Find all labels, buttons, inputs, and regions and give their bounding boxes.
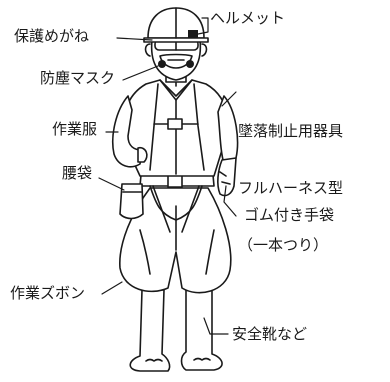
work-pants-label: 作業ズボン — [10, 284, 86, 302]
left-arm — [112, 95, 148, 168]
harness-label-line3: （一本つり） — [238, 236, 329, 254]
helmet — [143, 7, 209, 43]
harness-label: 墜落制止用器具 フルハーネス型 （一本つり） — [238, 84, 343, 293]
work-clothes-label: 作業服 — [52, 120, 98, 138]
harness-label-line2: フルハーネス型 — [238, 179, 344, 197]
waist-bag — [119, 183, 144, 220]
work-pants — [119, 187, 232, 294]
goggles-label: 保護めがね — [14, 27, 90, 45]
safety-boots — [129, 289, 223, 372]
mask-label: 防塵マスク — [40, 69, 116, 87]
waist-bag-label: 腰袋 — [62, 164, 93, 182]
helmet-label: ヘルメット — [210, 9, 286, 27]
right-arm — [217, 95, 239, 197]
harness-label-line1: 墜落制止用器具 — [238, 122, 344, 140]
harness — [149, 73, 205, 233]
gloves-label: ゴム付き手袋 — [244, 206, 335, 224]
safety-boots-label: 安全靴など — [232, 325, 308, 343]
callout-lines — [98, 17, 237, 335]
dust-mask — [158, 53, 194, 69]
